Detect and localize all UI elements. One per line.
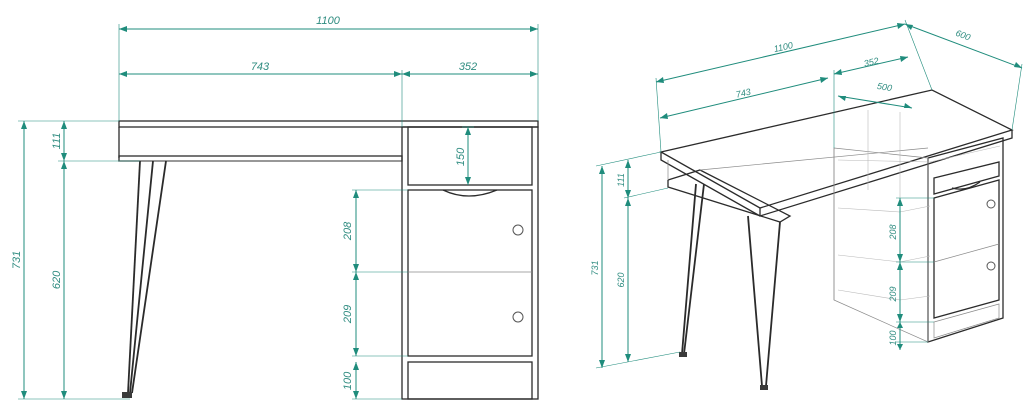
iso-dim-label-743: 743 — [735, 87, 752, 100]
iso-dim-label-600: 600 — [954, 28, 972, 43]
dim-label-731: 731 — [11, 251, 23, 269]
door-knob-lower — [512, 311, 524, 323]
dim-label-1100: 1100 — [316, 15, 341, 27]
iso-view: 1100 600 743 352 500 731 111 — [590, 19, 1023, 390]
iso-under-shelf — [667, 169, 792, 223]
iso-dim-label-500: 500 — [876, 81, 893, 93]
dim-label-208: 208 — [342, 221, 354, 241]
iso-door — [933, 179, 1000, 319]
iso-dim-line-600 — [904, 23, 1023, 69]
iso-dim-label-208: 208 — [888, 224, 898, 240]
iso-dim-line-352 — [833, 56, 909, 75]
dim-label-743: 743 — [251, 61, 270, 73]
iso-leg-3 — [747, 215, 763, 387]
iso-dim-label-352: 352 — [863, 56, 880, 69]
leg-back — [127, 160, 141, 394]
iso-knob-upper — [986, 199, 996, 209]
iso-tabletop-edge — [660, 130, 1013, 217]
cabinet-plinth — [407, 361, 533, 400]
drawer-handle — [442, 189, 498, 197]
iso-leg-4 — [765, 221, 781, 387]
dim-label-150: 150 — [455, 147, 467, 166]
iso-cabinet-side — [833, 147, 929, 343]
dim-label-100: 100 — [342, 371, 354, 390]
iso-dim-label-111: 111 — [616, 173, 626, 187]
iso-knob-lower — [986, 261, 996, 271]
iso-dim-label-731: 731 — [590, 260, 600, 275]
iso-dim-label-1100: 1100 — [773, 40, 794, 54]
dim-label-111: 111 — [51, 133, 63, 150]
cabinet-drawer — [407, 126, 533, 186]
iso-drawer — [933, 161, 1000, 195]
iso-dim-label-209: 209 — [888, 286, 898, 302]
iso-dim-label-100: 100 — [888, 330, 898, 345]
door-knob-upper — [512, 224, 524, 236]
tabletop — [118, 120, 539, 128]
dim-label-209: 209 — [342, 305, 354, 324]
iso-dim-label-620: 620 — [616, 272, 626, 287]
iso-leg-2 — [683, 183, 705, 355]
iso-dim-line-1100 — [655, 23, 906, 83]
iso-dim-line-743 — [659, 77, 829, 119]
cabinet-door — [407, 189, 533, 357]
front-view: 1100 743 352 731 111 620 — [11, 15, 539, 400]
leg-foot — [122, 392, 132, 398]
iso-cabinet-front — [927, 137, 1004, 343]
leg-right — [131, 160, 167, 394]
under-shelf — [118, 155, 403, 162]
cabinet-body — [401, 126, 539, 400]
iso-dim-line-500 — [837, 95, 913, 109]
dim-label-620: 620 — [51, 270, 63, 289]
leg-left — [129, 160, 154, 394]
iso-leg-1 — [681, 183, 697, 355]
dim-label-352: 352 — [459, 61, 477, 73]
